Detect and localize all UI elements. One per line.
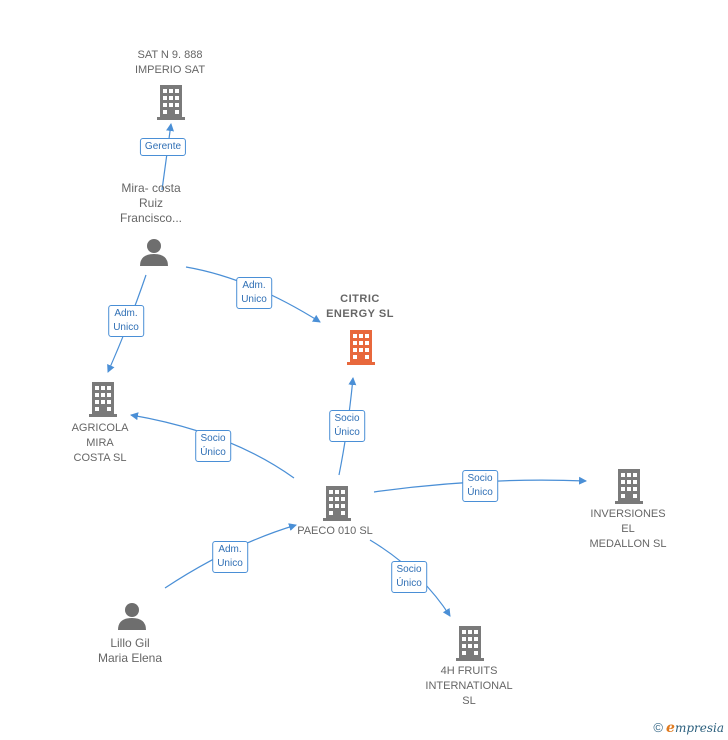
label-agricola[interactable]: AGRICOLA MIRA COSTA SL [71, 422, 129, 464]
company-icon-sat[interactable] [157, 85, 185, 120]
footer-brand[interactable]: ©empresia [653, 720, 724, 736]
label-fruits[interactable]: 4H FRUITS INTERNATIONAL SL [425, 665, 513, 707]
label-sat[interactable]: SAT N 9. 888 IMPERIO SAT [134, 49, 206, 76]
edge-label-socio-fruits: Socio Único [391, 561, 427, 593]
edge-label-socio-agricola: Socio Único [195, 430, 231, 462]
company-icon-paeco[interactable] [323, 486, 351, 521]
person-icon-mira-costa[interactable] [140, 239, 168, 266]
edge-label-adm-unico-lillo: Adm. Unico [212, 541, 248, 573]
copyright-symbol: © [653, 720, 664, 735]
label-mira-costa[interactable]: Mira- costa Ruiz Francisco... [119, 181, 182, 225]
edge-label-gerente: Gerente [139, 138, 187, 156]
company-icon-agricola[interactable] [89, 382, 117, 417]
person-icon-lillo[interactable] [118, 603, 146, 630]
company-icon-fruits[interactable] [456, 626, 484, 661]
company-icon-inversiones[interactable] [615, 469, 643, 504]
edge-label-socio-inversiones: Socio Único [462, 470, 498, 502]
edge-gerente [161, 123, 174, 191]
edge-label-socio-citric: Socio Único [329, 410, 365, 442]
label-lillo[interactable]: Lillo Gil Maria Elena [97, 636, 163, 665]
company-icon-citric[interactable] [347, 330, 375, 365]
edge-label-adm-unico-citric: Adm. Unico [236, 277, 272, 309]
label-inversiones[interactable]: INVERSIONES EL MEDALLON SL [589, 508, 667, 550]
label-paeco[interactable]: PAECO 010 SL [297, 525, 373, 537]
brand-logo: empresia [666, 720, 724, 736]
label-citric[interactable]: CITRIC ENERGY SL [326, 293, 394, 320]
edge-label-adm-unico-agricola: Adm. Unico [108, 305, 144, 337]
